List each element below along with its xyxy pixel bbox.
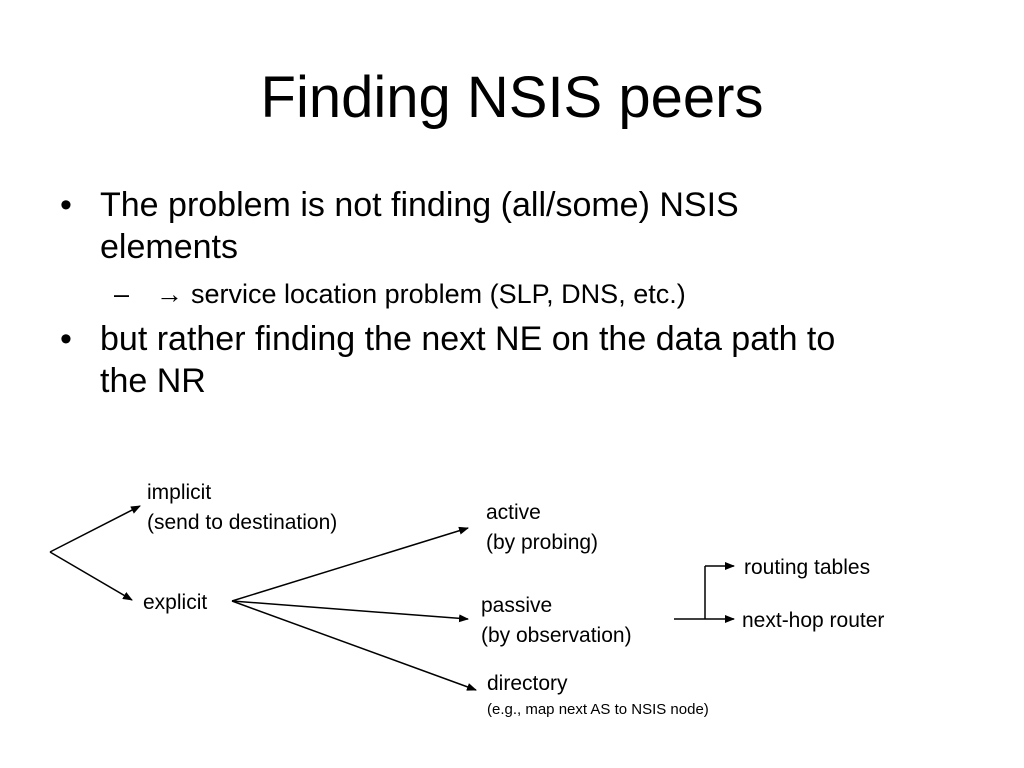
bullet-item-problem: • The problem is not finding (all/some) … bbox=[56, 184, 986, 268]
bullet-marker: • bbox=[60, 320, 72, 358]
label-implicit-title: implicit bbox=[147, 481, 212, 504]
label-next-hop-router: next-hop router bbox=[742, 609, 885, 632]
label-active-detail: (by probing) bbox=[486, 531, 599, 554]
label-directory-detail: (e.g., map next AS to NSIS node) bbox=[487, 701, 709, 718]
bullet-text-line: the NR bbox=[100, 362, 206, 400]
label-passive-title: passive bbox=[481, 594, 553, 617]
arrow-to-directory bbox=[231, 600, 477, 691]
bullet-text-line: The problem is not finding (all/some) NS… bbox=[100, 186, 739, 224]
bullet-list: • The problem is not finding (all/some) … bbox=[56, 184, 986, 402]
bullet-item-next-ne: • but rather finding the next NE on the … bbox=[56, 318, 986, 402]
label-explicit: explicit bbox=[143, 591, 208, 614]
label-active-title: active bbox=[486, 501, 541, 524]
label-active: active (by probing) bbox=[486, 498, 598, 558]
bullet-text-line: but rather finding the next NE on the da… bbox=[100, 320, 836, 358]
bullet-marker: • bbox=[60, 186, 72, 224]
arrow-to-passive bbox=[231, 600, 469, 623]
arrow-to-active bbox=[231, 526, 469, 602]
label-routing-tables: routing tables bbox=[744, 556, 871, 579]
sub-bullet-service-location: – → service location problem (SLP, DNS, e… bbox=[56, 276, 986, 312]
label-directory-title: directory bbox=[487, 672, 568, 695]
slide-title: Finding NSIS peers bbox=[260, 65, 764, 130]
label-directory: directory (e.g., map next AS to NSIS nod… bbox=[487, 669, 709, 721]
sub-bullet-marker: – bbox=[114, 279, 130, 309]
arrow-to-explicit bbox=[49, 551, 133, 601]
right-arrow-icon: → bbox=[156, 279, 183, 309]
label-implicit: implicit (send to destination) bbox=[147, 478, 337, 538]
label-passive: passive (by observation) bbox=[481, 591, 632, 651]
arrow-to-implicit bbox=[49, 505, 141, 553]
sub-bullet-text: service location problem (SLP, DNS, etc.… bbox=[191, 279, 686, 309]
label-passive-detail: (by observation) bbox=[481, 624, 632, 647]
label-implicit-detail: (send to destination) bbox=[147, 511, 338, 534]
bullet-text-line: elements bbox=[100, 228, 238, 266]
